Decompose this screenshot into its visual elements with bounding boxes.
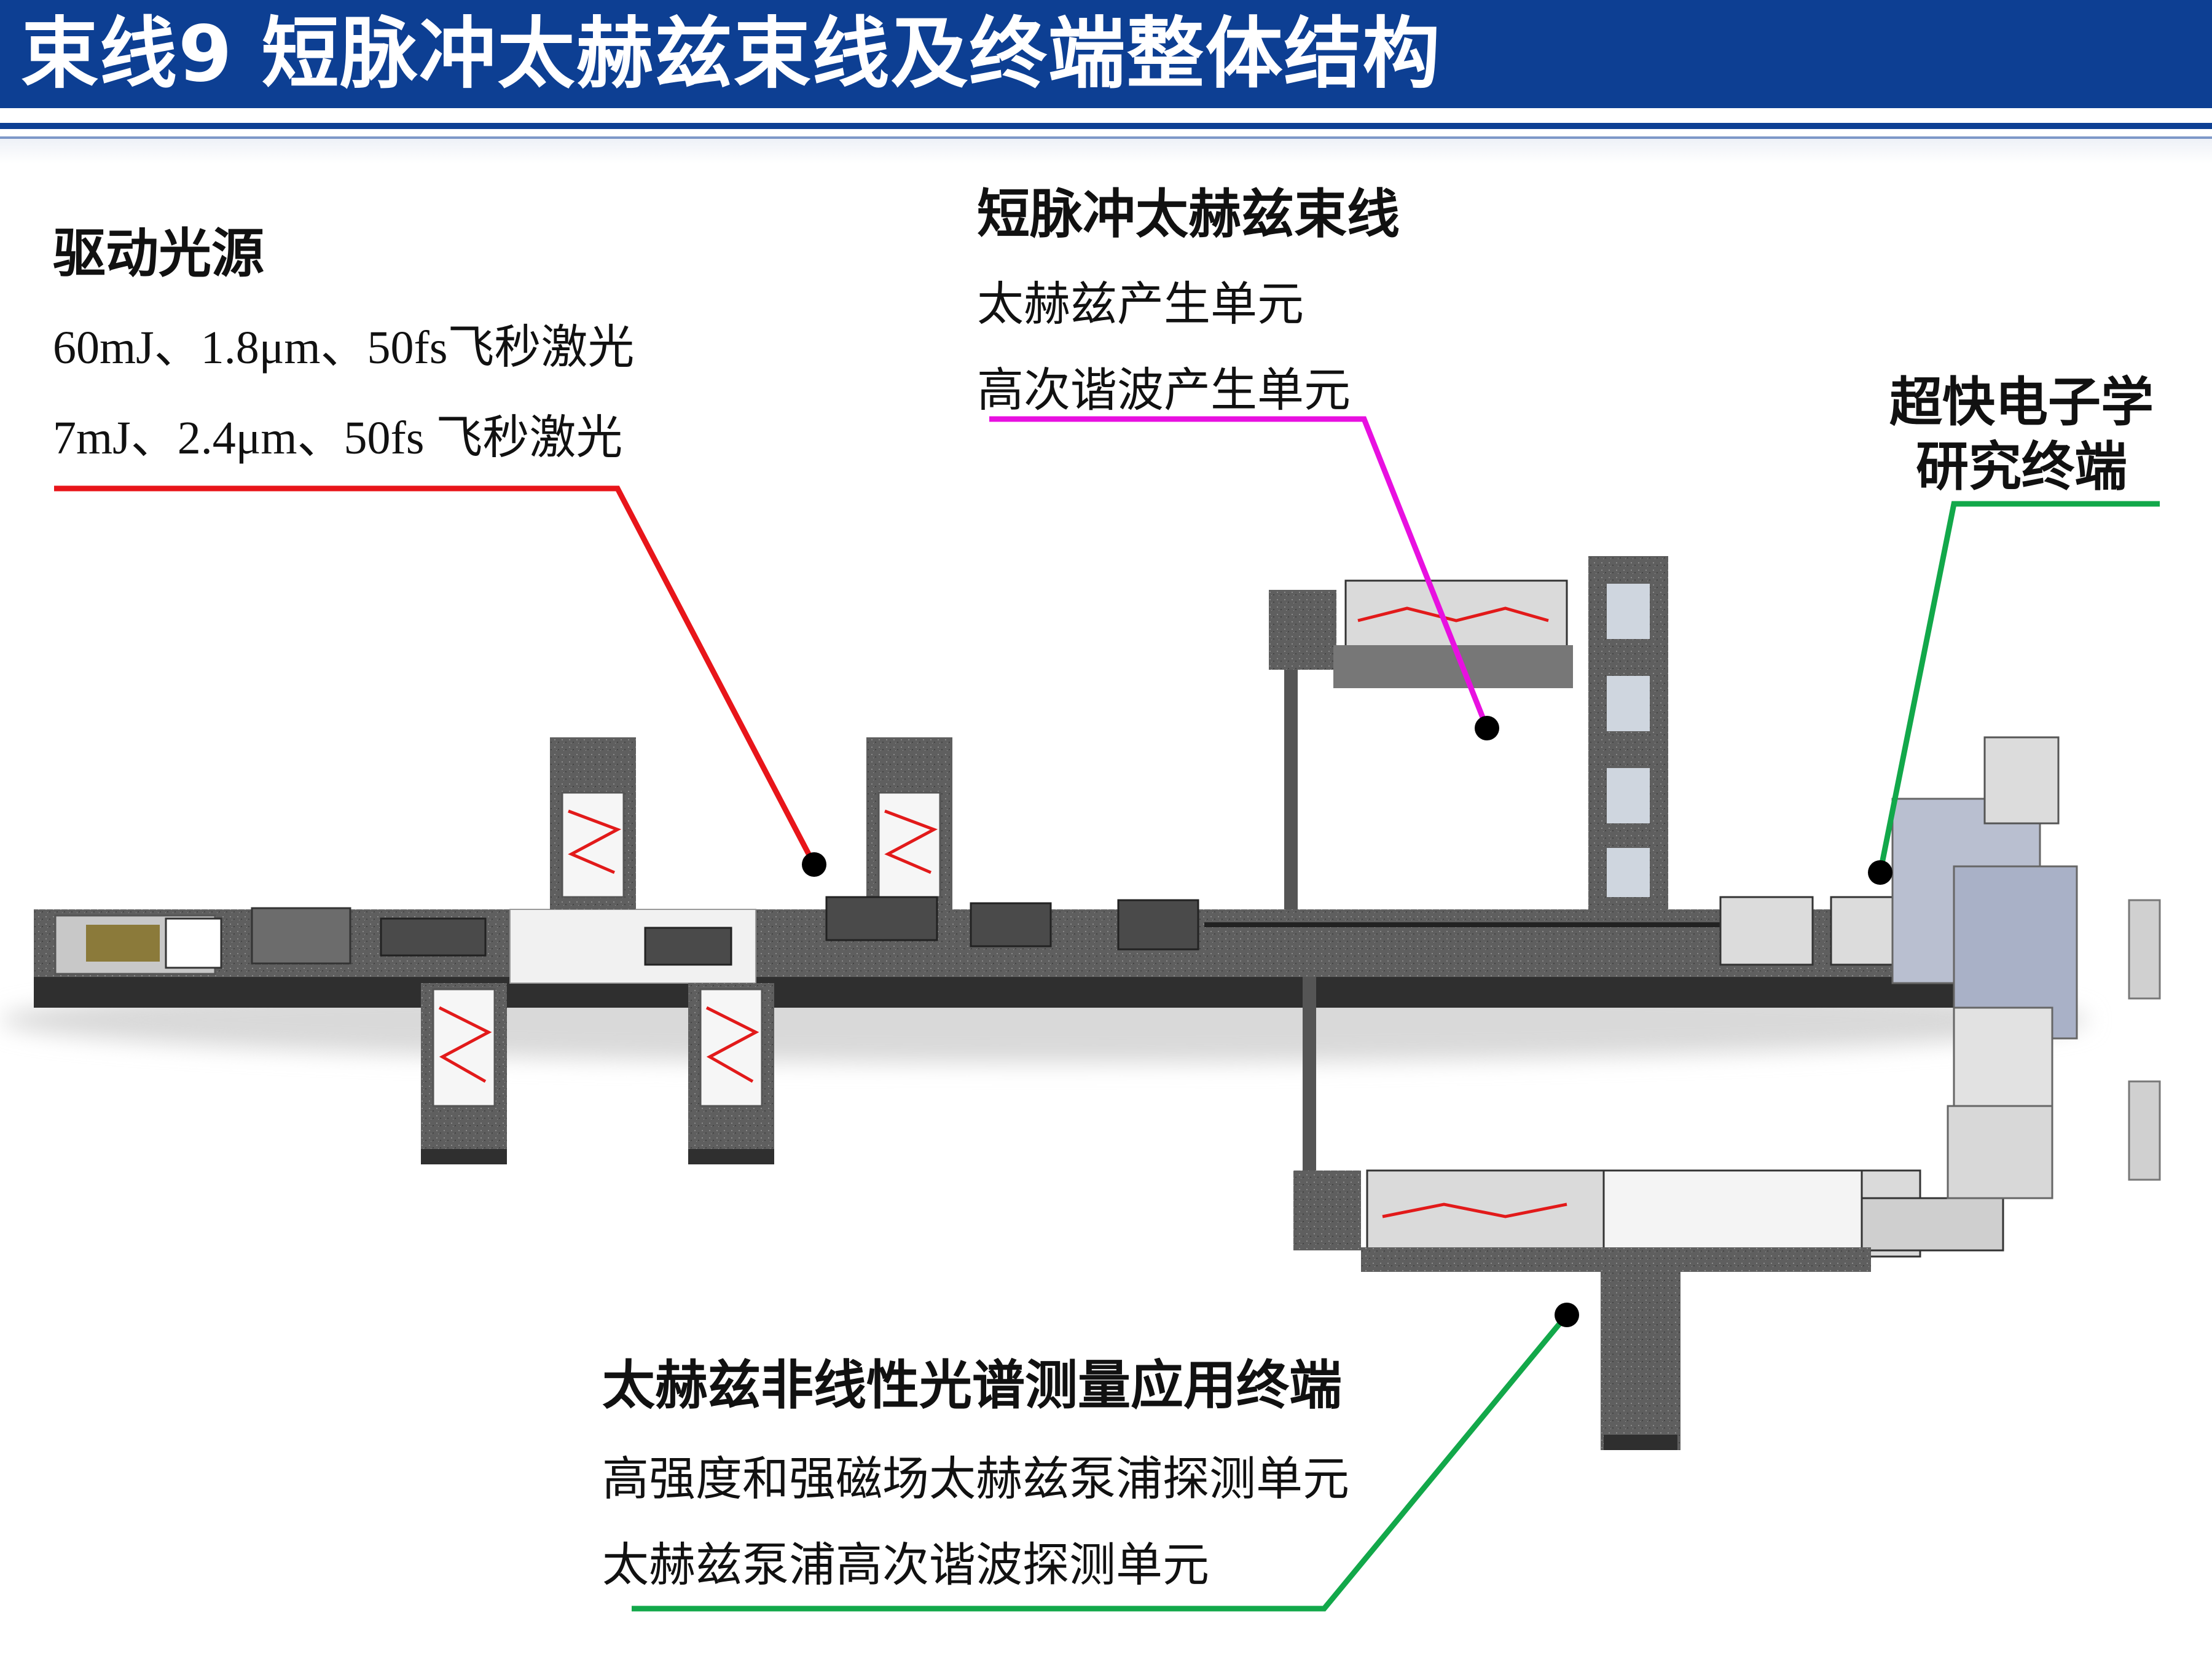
header-rule-thin: [0, 136, 2212, 139]
driver-leader-line: [54, 485, 817, 866]
driver-heading: 驱动光源: [53, 223, 264, 284]
nonlinear-unit-1: 高强度和强磁场太赫兹泵浦探测单元: [602, 1454, 1349, 1505]
beamline-unit-1: 太赫兹产生单元: [977, 279, 1304, 331]
driver-marker: [802, 852, 826, 877]
beamline-marker: [1475, 716, 1499, 740]
page-title: 束线9 短脉冲太赫兹束线及终端整体结构: [21, 9, 1441, 99]
nonlinear-leader-line: [632, 1313, 1569, 1612]
amplifier-table-4: [688, 983, 774, 1164]
thz-generation-table: [1269, 556, 1668, 919]
nonlinear-heading: 太赫兹非线性光谱测量应用终端: [602, 1355, 1342, 1416]
amplifier-table-2: [866, 737, 952, 909]
beamline-leader-line: [989, 416, 1490, 729]
header-rule: [0, 123, 2212, 129]
ultrafast-heading-1: 超快电子学: [1889, 372, 2154, 433]
header-bar: 束线9 短脉冲太赫兹束线及终端整体结构: [0, 0, 2212, 108]
nonlinear-unit-2: 太赫兹泵浦高次谐波探测单元: [602, 1540, 1209, 1591]
driver-laser-optics: [54, 907, 351, 975]
nonlinear-marker: [1555, 1303, 1579, 1327]
beam-pipes: [1284, 664, 1316, 1180]
header-shadow: [0, 139, 2212, 163]
ultrafast-marker: [1868, 860, 1892, 885]
vacuum-chambers: [380, 896, 1720, 966]
beamline-unit-2: 高次谐波产生单元: [977, 365, 1351, 417]
nonlinear-spectroscopy-table: [1293, 1169, 2004, 1450]
driver-spec-2: 7mJ、2.4μm、50fs 飞秒激光: [53, 412, 623, 464]
ultrafast-heading-2: 研究终端: [1916, 436, 2127, 498]
ultrafast-terminal: [1719, 736, 2161, 1199]
driver-spec-1: 60mJ、1.8μm、50fs飞秒激光: [53, 322, 635, 374]
ultrafast-leader-line: [1877, 501, 2160, 873]
amplifier-table-3: [421, 983, 507, 1164]
amplifier-table-1: [550, 737, 636, 909]
beamline-heading: 短脉冲太赫兹束线: [977, 184, 1400, 245]
leader-lines: [54, 416, 2160, 1612]
